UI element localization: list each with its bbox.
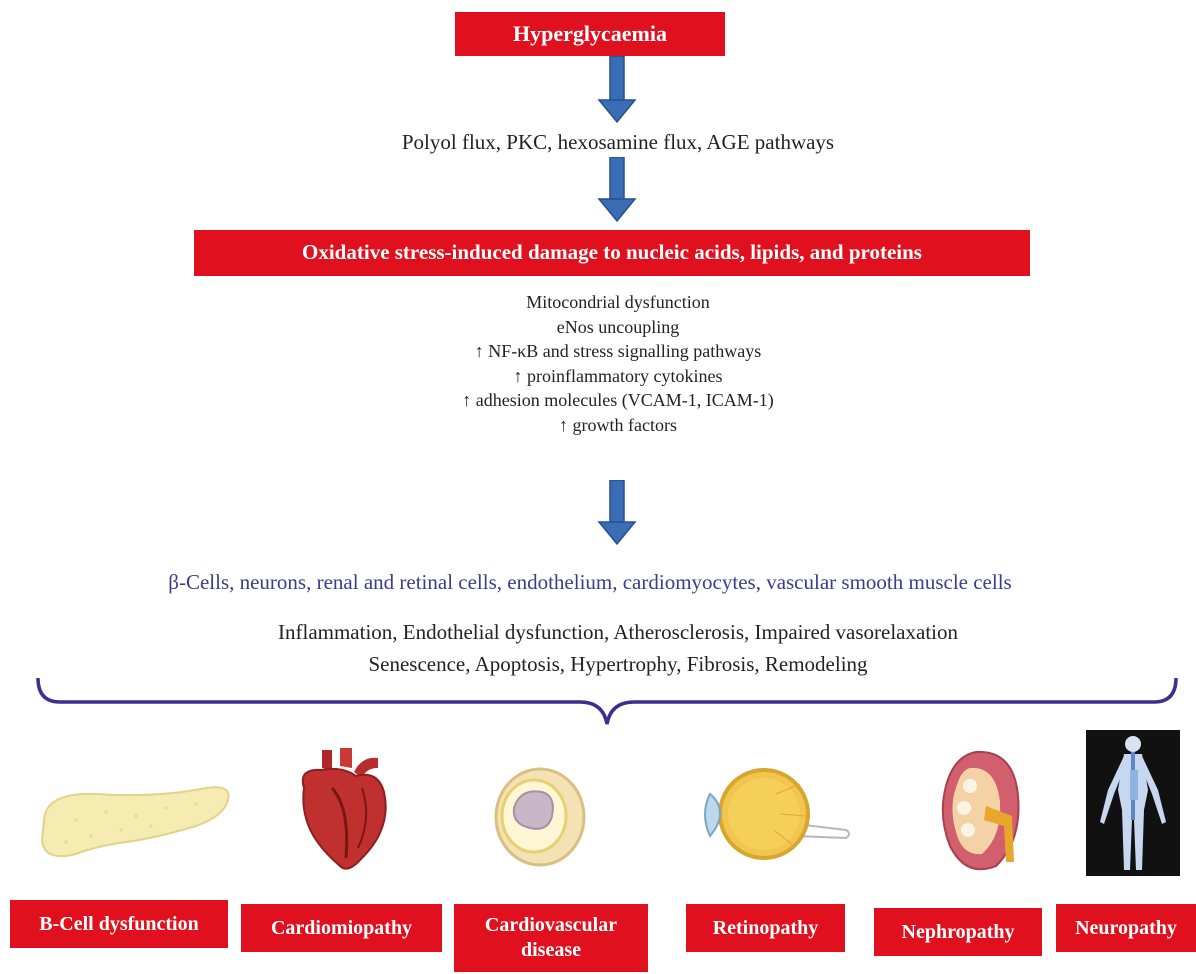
pancreas-icon bbox=[40, 786, 230, 858]
outcome-label-neuropathy: Neuropathy bbox=[1056, 904, 1196, 952]
down-arrow-1 bbox=[597, 56, 637, 124]
pathways-text: Polyol flux, PKC, hexosamine flux, AGE p… bbox=[401, 130, 835, 154]
hyperglycaemia-box: Hyperglycaemia bbox=[455, 12, 725, 56]
blood-vessel-icon bbox=[494, 767, 586, 867]
outcome-label-nephropathy: Nephropathy bbox=[874, 908, 1042, 956]
mechanism-list: Mitocondrial dysfunction eNos uncoupling… bbox=[0, 290, 1196, 437]
mechanism-item: ↑ proinflammatory cytokines bbox=[513, 365, 723, 386]
mechanism-item: ↑ growth factors bbox=[559, 414, 677, 435]
kidney-icon bbox=[941, 750, 1020, 871]
down-arrow-2 bbox=[597, 157, 637, 223]
effects-line-2: Senescence, Apoptosis, Hypertrophy, Fibr… bbox=[368, 652, 868, 676]
mechanism-item: Mitocondrial dysfunction bbox=[526, 292, 710, 312]
mechanism-item: ↑ NF-κB and stress signalling pathways bbox=[474, 341, 762, 361]
mechanism-item: ↑ adhesion molecules (VCAM-1, ICAM-1) bbox=[462, 390, 774, 410]
affected-cells-text: β-Cells, neurons, renal and retinal cell… bbox=[168, 570, 1012, 594]
curly-brace bbox=[36, 677, 1178, 725]
outcome-label-cardiomiopathy: Cardiomiopathy bbox=[241, 904, 442, 952]
heart-icon bbox=[301, 748, 387, 870]
effects-line-1: Inflammation, Endothelial dysfunction, A… bbox=[278, 620, 958, 644]
eye-icon bbox=[704, 768, 850, 860]
nervous-system-icon bbox=[1086, 730, 1180, 876]
mechanism-item: eNos uncoupling bbox=[556, 316, 680, 337]
outcome-label-cardiovascular-disease: Cardiovascular disease bbox=[454, 904, 648, 972]
oxidative-stress-box: Oxidative stress-induced damage to nucle… bbox=[194, 230, 1030, 276]
down-arrow-3 bbox=[597, 480, 637, 546]
outcome-label-b-cell-dysfunction: B-Cell dysfunction bbox=[10, 900, 228, 948]
outcome-label-retinopathy: Retinopathy bbox=[686, 904, 845, 952]
